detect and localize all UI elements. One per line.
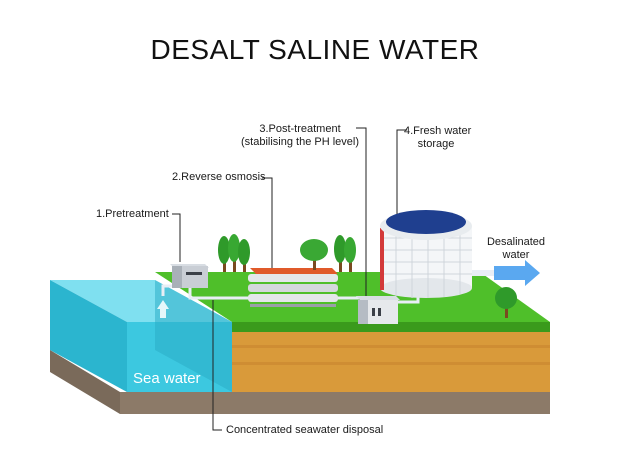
label-reverse-osmosis: 2.Reverse osmosis [172,171,266,183]
soil-stripe [232,345,550,348]
reverse-osmosis-unit [248,268,338,307]
label-sea-water: Sea water [133,370,201,387]
callout-disposal [212,300,222,431]
fresh-water-tank [380,210,472,298]
callout-storage [396,129,407,214]
callout-reverse-osmosis [262,177,273,268]
label-post-treatment: 3.Post-treatment (stabilising the PH lev… [238,123,362,149]
label-fresh-water-line2: storage [417,138,455,150]
label-pretreatment: 1.Pretreatment [96,208,169,220]
post-treatment-unit [356,296,400,324]
pretreatment-unit [170,264,209,288]
soil-stripe-2 [232,362,550,365]
label-disposal: Concentrated seawater disposal [226,424,384,436]
desalinated-arrow-icon [494,260,540,286]
label-post-treatment-line2: (stabilising the PH level) [241,136,359,148]
output-pipe [472,270,494,276]
label-fresh-water-storage: 4.Fresh water storage [404,125,472,151]
tree-icon [238,239,250,272]
tree-icon [334,235,346,272]
callout-post-treatment [356,127,367,296]
rock-layer-front [120,392,550,414]
callout-pretreatment [172,213,181,262]
label-fresh-water-line1: 4.Fresh water [404,125,472,137]
tree-icon [228,234,240,272]
tree-icon [218,236,230,272]
label-post-treatment-line1: 3.Post-treatment [259,123,341,135]
label-desalinated-line2: water [502,249,530,261]
callout-lines [172,127,407,431]
sea-left [50,280,127,392]
rock-layer-left [50,350,120,414]
label-desalinated-line1: Desalinated [486,236,546,248]
grass-edge [232,322,550,332]
label-desalinated-water: Desalinated water [482,236,550,262]
page-title: DESALT SALINE WATER [150,34,480,65]
trees [218,234,517,318]
tree-icon [300,239,328,270]
tree-icon [495,287,517,318]
tree-icon [344,237,356,272]
intake-arrow-icon [157,300,169,318]
